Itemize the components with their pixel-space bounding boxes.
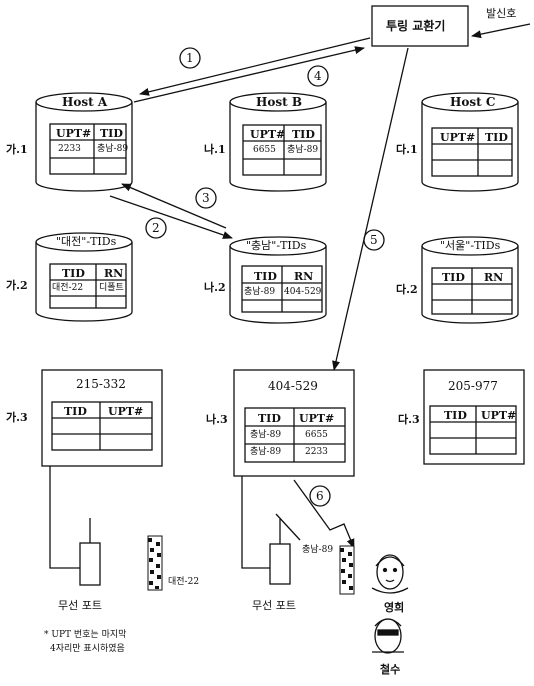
arrow-incoming-call — [472, 24, 530, 36]
port-3-title: 205-977 — [448, 380, 498, 392]
host-a-title: Host A — [62, 96, 107, 108]
footnote-line-1: * UPT 번호는 마지막 — [44, 628, 126, 642]
tid-db-chungnam-header-rn: RN — [294, 271, 313, 282]
cable-1 — [50, 466, 80, 568]
step-3-number: 3 — [202, 192, 210, 204]
host-b-header-upt: UPT# — [250, 129, 285, 140]
terminal-handset-1-icon — [148, 536, 162, 590]
host-b-header-tid: TID — [292, 129, 315, 140]
person-younghee-name: 영희 — [384, 602, 404, 613]
row-label-na3: 나.3 — [206, 414, 228, 425]
row-label-ga3: 가.3 — [6, 412, 28, 423]
arrow-step-4 — [134, 48, 364, 102]
row-label-na2: 나.2 — [204, 282, 226, 293]
host-a-cell-tid: 충남-89 — [97, 145, 128, 154]
step-1-number: 1 — [186, 52, 194, 64]
footnote-line-2: 4자리만 표시하였음 — [50, 642, 125, 656]
host-a-header-upt: UPT# — [56, 128, 91, 139]
step-6-number: 6 — [316, 490, 324, 502]
terminal-2-label: 충남-89 — [302, 546, 333, 555]
tid-db-daejeon-title: "대전"-TIDs — [56, 236, 116, 247]
row-label-ga1: 가.1 — [6, 144, 28, 155]
port-2-row1-tid: 충남-89 — [250, 431, 281, 440]
host-c-header-upt: UPT# — [440, 132, 475, 143]
tid-db-chungnam-header-tid: TID — [254, 271, 277, 282]
port-1-title: 215-332 — [76, 378, 126, 390]
port-2-header-upt: UPT# — [299, 413, 334, 424]
tid-db-daejeon-header-tid: TID — [62, 268, 85, 279]
wireless-port-2-device — [270, 544, 290, 584]
wireless-port-1-device — [80, 543, 100, 585]
port-2-title: 404-529 — [268, 380, 318, 392]
port-1-header-tid: TID — [64, 406, 87, 417]
port-2-row2-tid: 충남-89 — [250, 448, 281, 457]
incoming-call-label: 발신호 — [486, 8, 516, 19]
tid-db-chungnam-title: "충남"-TIDs — [246, 240, 306, 251]
step-4-number: 4 — [314, 70, 322, 82]
arrow-step-6 — [294, 480, 354, 548]
host-c-header-tid: TID — [485, 132, 508, 143]
host-c-title: Host C — [450, 96, 495, 108]
port-2-header-tid: TID — [258, 413, 281, 424]
port-3-header-upt: UPT# — [481, 410, 516, 421]
row-label-da1: 다.1 — [396, 144, 418, 155]
tid-db-seoul-header-tid: TID — [442, 272, 465, 283]
step-2-number: 2 — [152, 222, 160, 234]
arrow-step-2 — [110, 196, 232, 238]
arrow-step-1 — [140, 38, 370, 94]
host-b-title: Host B — [256, 96, 302, 108]
port-3-header-tid: TID — [444, 410, 467, 421]
row-label-na1: 나.1 — [204, 144, 226, 155]
switch-label: 투링 교환기 — [386, 20, 445, 32]
tid-db-chungnam-cell-tid: 충남-89 — [244, 288, 275, 297]
tid-db-chungnam-cell-rn: 404-529 — [284, 288, 321, 297]
person-younghee-icon — [372, 555, 408, 593]
host-b-cell-tid: 충남-89 — [287, 146, 318, 155]
port-2-row1-upt: 6655 — [305, 431, 328, 440]
person-cheolsu-icon — [372, 619, 404, 653]
tid-db-seoul-title: "서울"-TIDs — [440, 240, 500, 251]
tid-db-daejeon-cell-rn: 디폴트 — [99, 284, 124, 293]
cable-2 — [242, 476, 270, 568]
step-5-number: 5 — [370, 234, 378, 246]
terminal-1-label: 대전-22 — [168, 578, 199, 587]
host-a-header-tid: TID — [100, 128, 123, 139]
terminal-handset-2-icon — [340, 546, 354, 594]
port-2-row2-upt: 2233 — [305, 448, 328, 457]
tid-db-seoul-header-rn: RN — [484, 272, 503, 283]
row-label-da2: 다.2 — [396, 284, 418, 295]
host-a-cell-upt: 2233 — [58, 145, 81, 154]
tid-db-daejeon-cell-tid: 대전-22 — [52, 284, 83, 293]
tid-db-daejeon-header-rn: RN — [104, 268, 123, 279]
wireless-port-2-label: 무선 포트 — [252, 600, 296, 611]
row-label-ga2: 가.2 — [6, 280, 28, 291]
arrow-step-5 — [334, 48, 408, 370]
host-b-cell-upt: 6655 — [253, 146, 276, 155]
row-label-da3: 다.3 — [398, 414, 420, 425]
person-cheolsu-name: 철수 — [380, 664, 400, 675]
port-1-header-upt: UPT# — [108, 406, 143, 417]
wireless-port-1-label: 무선 포트 — [58, 600, 102, 611]
